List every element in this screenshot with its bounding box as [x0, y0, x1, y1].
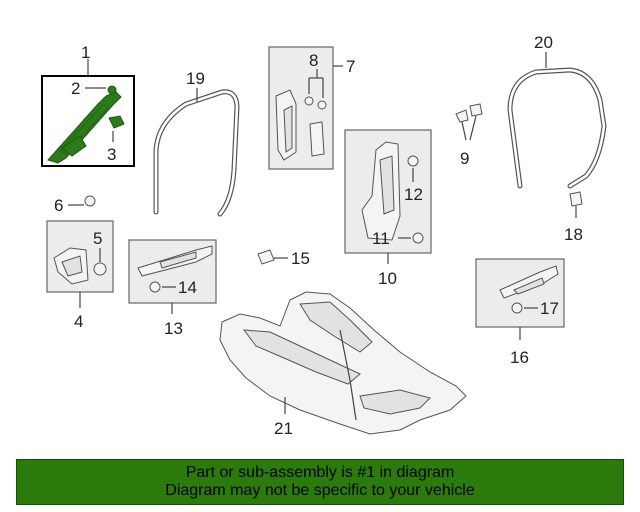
- part-18[interactable]: 18: [564, 191, 583, 244]
- callout-21: 21: [274, 419, 293, 438]
- clip-15-icon: [257, 249, 275, 265]
- clip-9a-icon: [455, 109, 469, 123]
- part-group-7[interactable]: 8 7: [268, 46, 355, 170]
- part-group-10[interactable]: 12 11 10: [344, 129, 432, 288]
- part-group-13[interactable]: 14 13: [128, 239, 217, 338]
- notice-banner: Part or sub-assembly is #1 in diagram Di…: [16, 459, 624, 505]
- clip-9b-icon: [469, 103, 483, 117]
- callout-13: 13: [164, 319, 183, 338]
- part-6[interactable]: 6: [54, 195, 96, 215]
- clip-3-icon: [108, 115, 125, 129]
- callout-20: 20: [534, 33, 553, 52]
- clip-5-icon: [93, 262, 107, 276]
- callout-9: 9: [460, 149, 469, 168]
- callout-4: 4: [74, 312, 83, 331]
- callout-2: 2: [71, 79, 80, 98]
- callout-12: 12: [404, 185, 423, 204]
- part-19-weatherstrip[interactable]: 19: [153, 69, 240, 217]
- callout-11: 11: [372, 229, 390, 248]
- callout-3: 3: [107, 145, 116, 164]
- part-group-16[interactable]: 17 16: [475, 258, 565, 367]
- callout-14: 14: [178, 278, 197, 297]
- callout-1: 1: [81, 43, 90, 62]
- part-group-1[interactable]: 1 2 3: [41, 43, 135, 167]
- clip-17-icon: [511, 302, 523, 314]
- callout-18: 18: [564, 225, 583, 244]
- callout-16: 16: [510, 348, 529, 367]
- clip-18-icon: [569, 191, 583, 207]
- part-9[interactable]: 9: [455, 103, 483, 168]
- part-21-floor-carpet[interactable]: 21: [219, 291, 467, 438]
- callout-8: 8: [309, 51, 318, 70]
- callout-5: 5: [93, 229, 102, 248]
- clip-12-icon: [407, 155, 419, 167]
- callout-17: 17: [540, 299, 559, 318]
- part-15[interactable]: 15: [257, 249, 310, 268]
- callout-10: 10: [378, 269, 397, 288]
- clip-14-icon: [149, 281, 161, 293]
- clip-2-icon: [107, 85, 117, 95]
- callout-7: 7: [346, 57, 355, 76]
- parts-diagram: 1 2 3 5 4 6 19 8 7: [41, 33, 607, 438]
- banner-line-1: Part or sub-assembly is #1 in diagram: [185, 464, 455, 481]
- clip-11-icon: [412, 232, 424, 244]
- callout-6: 6: [54, 196, 63, 215]
- clip-6-icon: [84, 195, 96, 207]
- callout-19: 19: [186, 69, 205, 88]
- callout-15: 15: [291, 249, 310, 268]
- part-group-4[interactable]: 5 4: [46, 220, 114, 331]
- part-20-weatherstrip[interactable]: 20: [507, 33, 607, 189]
- banner-line-2: Diagram may not be specific to your vehi…: [165, 482, 475, 499]
